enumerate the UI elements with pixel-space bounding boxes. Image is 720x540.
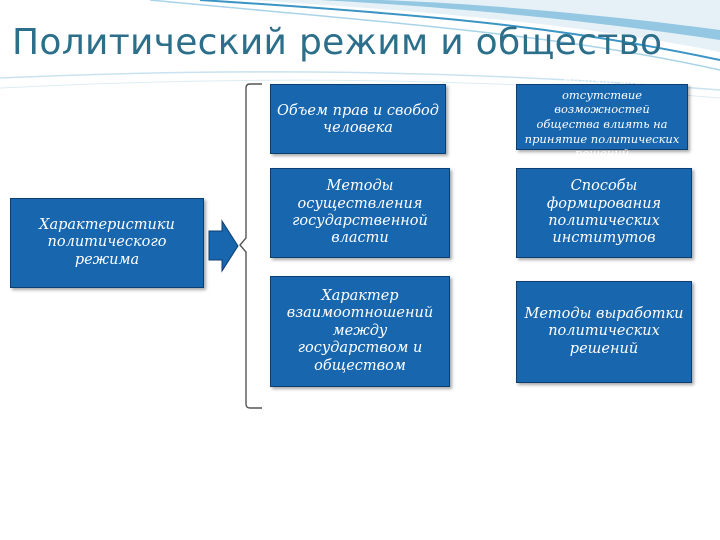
rights-freedoms-box: Объем прав и свобод человека xyxy=(270,84,446,154)
society-influence-label: Наличие или отсутствие возможностей обще… xyxy=(523,73,681,161)
state-power-methods-box: Методы осуществления государственной вла… xyxy=(270,168,450,258)
institution-formation-label: Способы формирования политических инстит… xyxy=(523,178,685,248)
rights-freedoms-label: Объем прав и свобод человека xyxy=(277,103,439,138)
characteristics-label: Характеристики политического режима xyxy=(17,217,197,269)
brace-bracket xyxy=(240,84,262,408)
slide-title: Политический режим и общество xyxy=(12,22,662,63)
state-society-relations-label: Характер взаимоотношений между государст… xyxy=(277,288,443,375)
state-society-relations-box: Характер взаимоотношений между государст… xyxy=(270,276,450,387)
arrow-right-icon xyxy=(209,221,238,271)
decision-making-methods-box: Методы выработки политических решений xyxy=(516,281,692,383)
institution-formation-box: Способы формирования политических инстит… xyxy=(516,168,692,258)
decision-making-methods-label: Методы выработки политических решений xyxy=(523,306,685,358)
state-power-methods-label: Методы осуществления государственной вла… xyxy=(277,178,443,248)
society-influence-box: Наличие или отсутствие возможностей обще… xyxy=(516,84,688,150)
characteristics-box: Характеристики политического режима xyxy=(10,198,204,288)
